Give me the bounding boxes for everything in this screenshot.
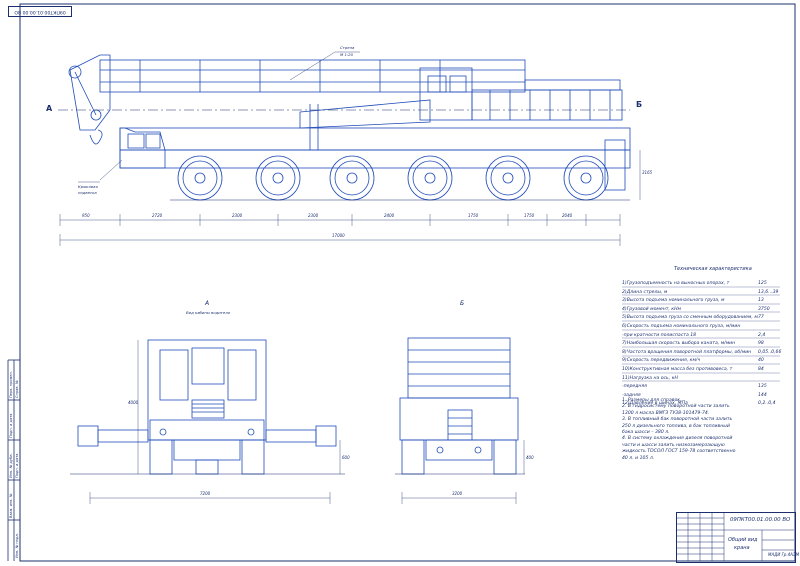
title-block-name-2: крана <box>734 545 750 551</box>
dim-3: 2300 <box>232 213 243 218</box>
view-a-letter: А <box>205 300 210 307</box>
hook-callout-sub: подвеска <box>78 190 97 195</box>
dim-6: 1750 <box>468 213 479 218</box>
dim-7: 1750 <box>524 213 535 218</box>
document-code-stamp: 09ПКТ00.01.00.00 ВО <box>8 6 72 17</box>
dim-2: 2720 <box>152 213 163 218</box>
boom-callout: Стрела <box>340 45 355 50</box>
note-item: 1. Размеры для справок. <box>622 398 682 403</box>
note-item: 3. В топливный бак поворотной части зали… <box>622 417 733 436</box>
title-block-code: 09ПКТ00.01.00.00 ВО <box>730 517 791 523</box>
spec-row: 8)Частота вращения поворотной платформы,… <box>622 349 782 355</box>
specs-title: Техническая характеристика <box>674 266 752 272</box>
spec-row: 7)Наибольшая скорость выбора каната, м/м… <box>622 341 764 347</box>
dim-5: 2400 <box>384 213 395 218</box>
spec-row: 5)Высота подъема груза со сменным оборуд… <box>622 315 764 321</box>
dim-4: 2300 <box>308 213 319 218</box>
dim-total: 17000 <box>332 233 345 238</box>
side-label: Подп. и дата <box>15 453 19 478</box>
spec-row: 1)Грузоподъемность на выносных опорах, т… <box>622 281 767 286</box>
technical-notes: 1. Размеры для справок. 2. В гидросистем… <box>622 398 740 462</box>
view-a-width-dim: 7200 <box>200 491 211 496</box>
title-block-org: МАДИ Гр.4АЭМ <box>768 552 800 557</box>
side-label: Подп. и дата <box>9 413 13 438</box>
section-mark-left: А <box>46 104 53 113</box>
side-label: Инв. № дубл. <box>9 453 13 478</box>
title-block-name-1: Общий вид <box>728 537 758 543</box>
view-a-subtitle: Вид кабины водителя <box>186 310 230 315</box>
view-a-base-dim: 600 <box>342 455 350 460</box>
side-label: Перв. примен. <box>9 371 13 398</box>
spec-row: 11)Нагрузка на ось, кН <box>622 375 678 381</box>
view-b-letter: Б <box>460 300 465 307</box>
note-item: 4. В систему охлаждения дизеля поворотно… <box>622 436 736 461</box>
side-label: Справ. № <box>15 380 19 398</box>
hook-callout: Крюковая <box>78 184 98 189</box>
view-a-height-dim: 4000 <box>128 400 139 405</box>
boom-callout-sub: М 1:20 <box>340 52 354 57</box>
view-b-width-dim: 3200 <box>452 491 463 496</box>
title-block <box>676 512 796 563</box>
dim-8: 2040 <box>562 213 573 218</box>
specs-table: 1)Грузоподъемность на выносных опорах, т… <box>622 280 782 409</box>
view-b-base-dim: 400 <box>526 455 534 460</box>
side-label: Взам. инв. № <box>9 493 13 518</box>
dim-1: 950 <box>82 213 90 218</box>
dim-height-side: 3165 <box>642 170 653 175</box>
side-label: Инв. № подл. <box>15 533 19 558</box>
note-item: 2. В гидросистему поворотной части залит… <box>622 404 730 416</box>
section-mark-right: Б <box>636 100 643 109</box>
spec-row: 10)Конструктивная масса без противовеса,… <box>622 366 764 372</box>
spec-row: 6)Скорость подъема номинального груза, м… <box>622 323 741 329</box>
